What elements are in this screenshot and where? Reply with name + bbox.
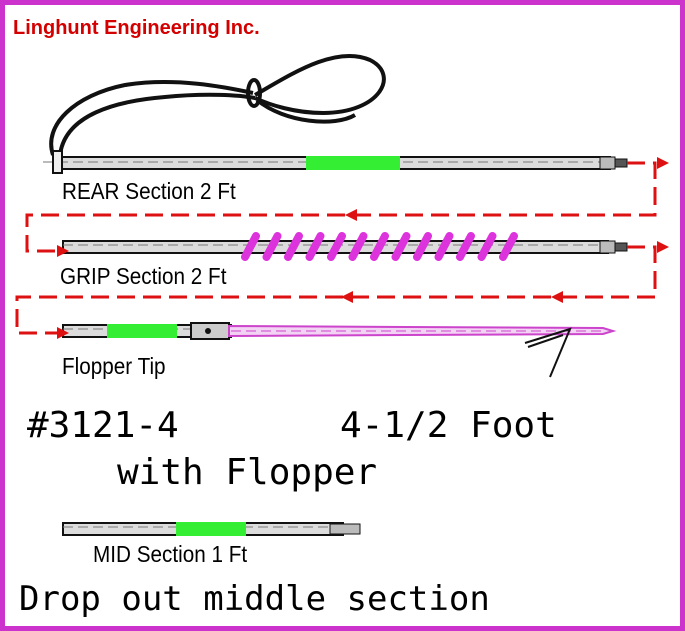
rod-diagram [15,53,669,536]
grip-wrap-stripe [391,232,411,261]
flopper-tip-label: Flopper Tip [62,353,166,379]
grip-wrap-stripe [370,232,389,261]
rear-section-rod [43,150,628,174]
rear-section-label: REAR Section 2 Ft [62,178,236,204]
grip-wrap-stripe [348,232,368,261]
mid-section-label: MID Section 1 Ft [93,541,248,567]
grip-wrap [241,232,518,261]
grip-wrap-stripe [456,232,475,261]
grip-wrap-stripe [413,232,432,261]
assembly-arrow-1 [25,161,657,253]
assembly-arrow-2 [15,245,657,335]
arrowheads [57,157,669,339]
grip-wrap-stripe [262,232,282,261]
flopper-tip-rod [62,322,617,378]
grip-wrap-stripe [327,232,346,261]
rod-length: 4-1/2 Foot [340,405,557,446]
company-name: Linghunt Engineering Inc. [13,17,260,39]
grip-wrap-stripe [241,232,260,261]
lanyard-icon [49,53,386,156]
grip-wrap-stripe [499,232,518,261]
drop-out-note: Drop out middle section [19,579,490,619]
with-flopper: with Flopper [117,452,378,493]
part-number: #3121-4 [27,405,179,446]
grip-section-label: GRIP Section 2 Ft [60,263,227,289]
grip-wrap-stripe [434,232,454,261]
grip-wrap-stripe [305,232,325,261]
grip-wrap-stripe [284,232,303,261]
mid-section-rod [62,522,361,536]
grip-section-rod [62,232,628,261]
grip-wrap-stripe [477,232,497,261]
